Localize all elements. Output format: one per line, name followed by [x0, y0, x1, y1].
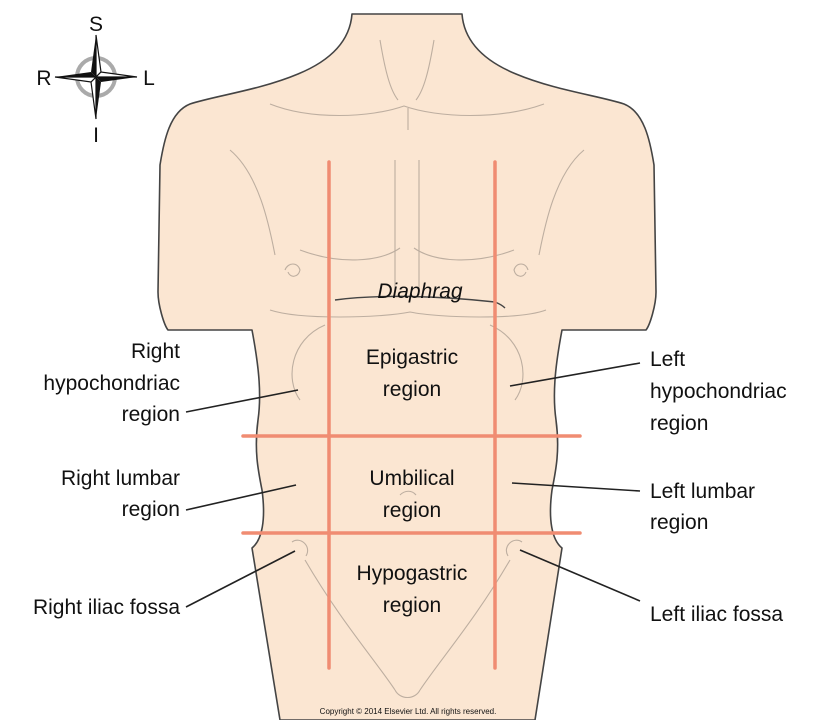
- diaphragm-line: [334, 295, 506, 309]
- copyright-notice: Copyright © 2014 Elsevier Ltd. All right…: [320, 707, 497, 716]
- diaphragm-label: Diaphrag: [377, 280, 463, 303]
- leader-lines: [185, 362, 641, 608]
- compass-label-inferior: I: [93, 124, 99, 147]
- epigastric-region-line1: Epigastric: [366, 346, 458, 369]
- epigastric-region-line2: region: [383, 378, 441, 401]
- right-hypochondriac-line3: region: [122, 403, 180, 426]
- left-hypochondriac-label: Left hypochondriac region: [650, 348, 787, 435]
- left-hypochondriac-line1: Left: [650, 348, 685, 371]
- compass-rose: S I R L: [36, 13, 154, 147]
- left-hypochondriac-line3: region: [650, 412, 708, 435]
- compass-label-right: R: [36, 67, 51, 90]
- compass-label-left: L: [143, 67, 155, 90]
- compass-west-point: [55, 72, 96, 77]
- anatomy-detail-lines: [229, 39, 585, 699]
- leader-right-iliac: [185, 550, 296, 608]
- leader-right-lumbar: [185, 484, 297, 511]
- hypogastric-region-line1: Hypogastric: [357, 562, 468, 585]
- hypogastric-region-line2: region: [383, 594, 441, 617]
- right-iliac-line1: Right iliac fossa: [33, 596, 180, 619]
- leader-right-hypochondriac: [185, 389, 299, 413]
- compass-label-superior: S: [89, 13, 103, 36]
- torso-body: [157, 13, 657, 720]
- region-grid: [241, 160, 582, 670]
- right-lumbar-line2: region: [122, 498, 180, 521]
- left-iliac-line1: Left iliac fossa: [650, 603, 783, 626]
- right-iliac-label: Right iliac fossa: [33, 596, 180, 619]
- leader-left-lumbar: [511, 482, 641, 492]
- compass-south-point: [96, 77, 101, 119]
- left-hypochondriac-line2: hypochondriac: [650, 380, 787, 403]
- right-hypochondriac-label: Right hypochondriac region: [43, 340, 180, 426]
- left-lumbar-line1: Left lumbar: [650, 480, 755, 503]
- leader-left-hypochondriac: [509, 362, 641, 387]
- right-lumbar-label: Right lumbar region: [61, 467, 180, 521]
- right-lumbar-line1: Right lumbar: [61, 467, 180, 490]
- umbilical-region-line2: region: [383, 499, 441, 522]
- compass-north-point: [91, 35, 96, 77]
- compass-east-point: [96, 77, 137, 82]
- right-hypochondriac-line1: Right: [131, 340, 180, 363]
- left-iliac-label: Left iliac fossa: [650, 603, 783, 626]
- leader-left-iliac: [519, 549, 641, 602]
- right-hypochondriac-line2: hypochondriac: [43, 372, 180, 395]
- umbilical-region-line1: Umbilical: [369, 467, 454, 490]
- left-lumbar-label: Left lumbar region: [650, 480, 755, 534]
- left-lumbar-line2: region: [650, 511, 708, 534]
